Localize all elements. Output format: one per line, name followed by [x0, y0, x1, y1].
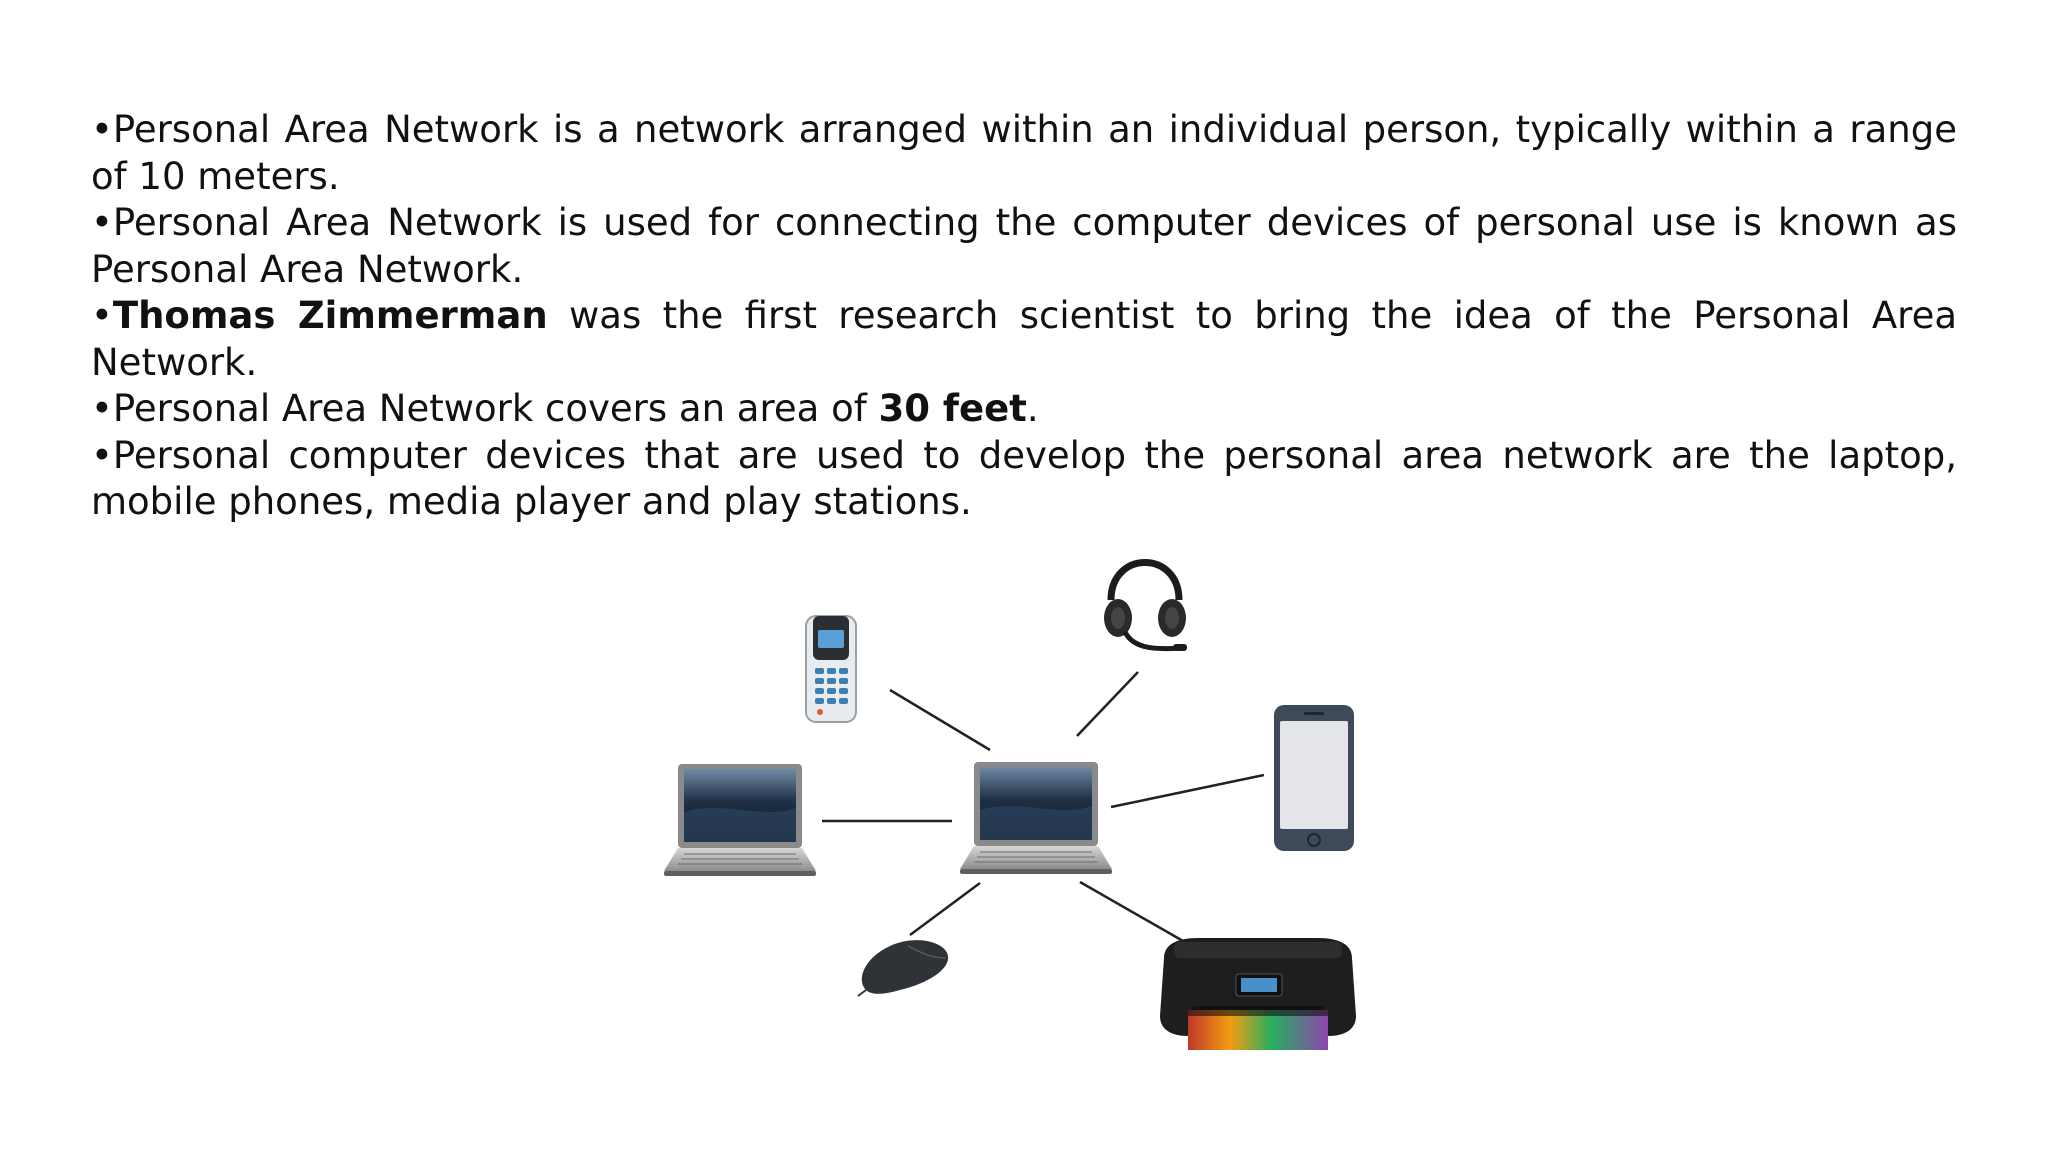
- headset-icon: [1104, 559, 1187, 652]
- bullet-marker: •: [91, 108, 113, 151]
- smartphone-icon: [1274, 705, 1354, 851]
- laptop-icon: [664, 764, 816, 876]
- link-smartphone: [1110, 773, 1265, 809]
- bullet-item: •Personal Area Network is a network arra…: [91, 107, 1957, 200]
- link-headset: [1076, 671, 1139, 737]
- bullet-item: •Personal Area Network is used for conne…: [91, 200, 1957, 293]
- bullet-item: •Personal Area Network covers an area of…: [91, 386, 1957, 433]
- bullet-list: •Personal Area Network is a network arra…: [91, 107, 1957, 526]
- bullet-bold-text: 30 feet: [878, 387, 1027, 430]
- bullet-text: Personal Area Network covers an area of: [112, 387, 879, 430]
- link-phone: [889, 688, 991, 752]
- cordless-phone-icon: [805, 615, 857, 723]
- bullet-text: Personal computer devices that are used …: [91, 433, 1957, 524]
- bullet-text: Personal Area Network is used for connec…: [91, 201, 1957, 291]
- bullet-text: was the first research scientist to brin…: [91, 294, 1958, 384]
- bullet-marker: •: [91, 433, 113, 477]
- bullet-bold-text: Thomas Zimmerman: [112, 294, 548, 337]
- bullet-marker: •: [91, 201, 113, 244]
- link-printer: [1079, 880, 1191, 947]
- bullet-marker: •: [91, 294, 113, 337]
- connection-lines: [822, 671, 1265, 947]
- mouse-icon: [857, 940, 949, 997]
- printer-icon: [1160, 938, 1356, 1050]
- bullet-text: Personal Area Network is a network arran…: [91, 108, 1957, 198]
- hub-laptop-icon: [960, 762, 1112, 874]
- link-mouse: [909, 881, 981, 937]
- bullet-marker: •: [91, 387, 113, 430]
- bullet-item: •Personal computer devices that are used…: [91, 433, 1957, 526]
- bullet-item: •Thomas Zimmerman was the first research…: [91, 293, 1957, 386]
- bullet-text: .: [1026, 387, 1039, 430]
